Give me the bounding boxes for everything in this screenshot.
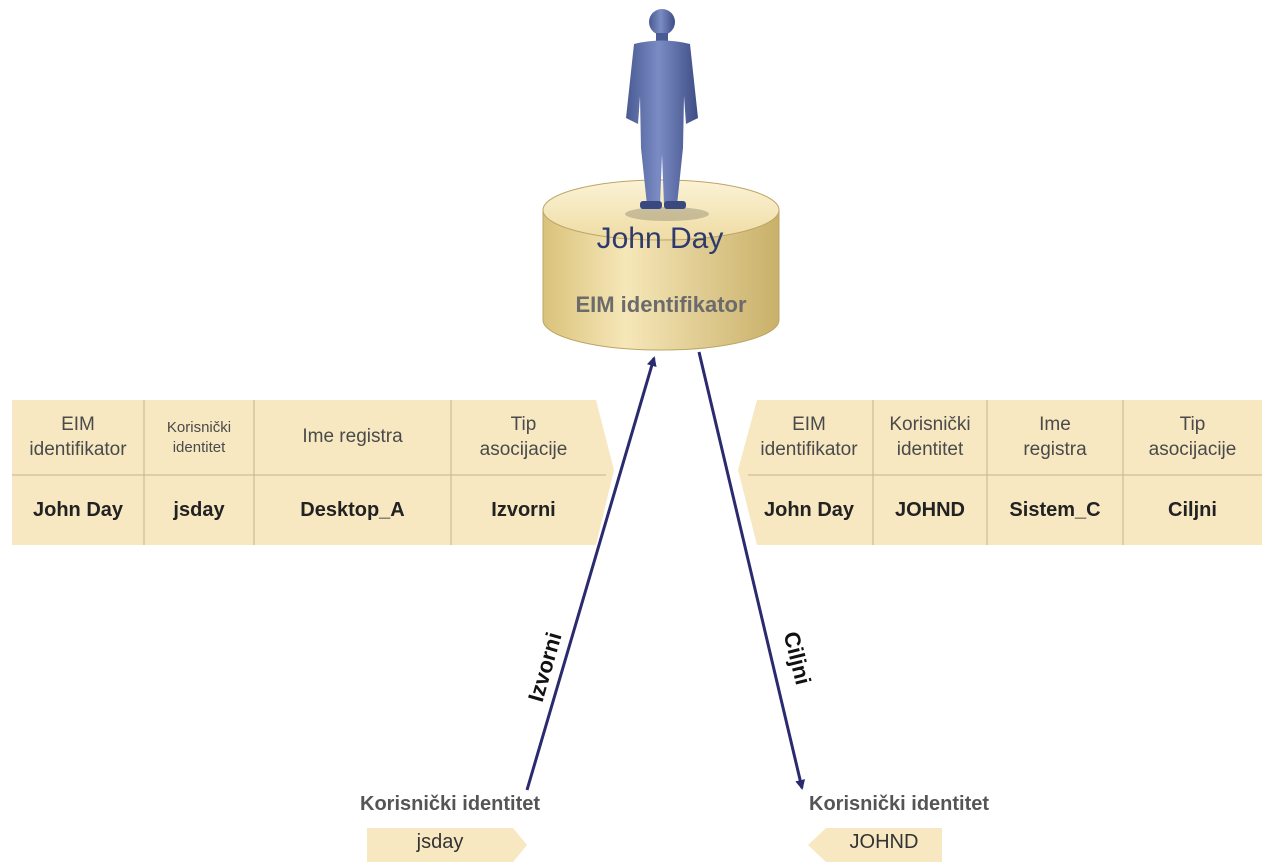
- target-user-identity-value: JOHND: [849, 831, 919, 853]
- right-value-user-identity: JOHND: [894, 499, 965, 521]
- identifier-label: EIM identifikator: [575, 292, 747, 317]
- left-value-registry-name: Desktop_A: [300, 499, 405, 521]
- target-arrow: [697, 351, 806, 790]
- left-header-user-identity: Korisnički identitet: [166, 419, 232, 456]
- left-header-association-type: Tip asocijacije: [479, 413, 568, 460]
- right-header-eim-identifier: EIM identifikator: [760, 413, 858, 460]
- target-user-identity-title: Korisnički identitet: [809, 793, 990, 815]
- source-arrow: [525, 356, 657, 791]
- eim-identifier-cylinder: [542, 179, 780, 351]
- right-header-user-identity: Korisnički identitet: [889, 413, 971, 460]
- left-association-table: [12, 400, 614, 545]
- left-value-user-identity: jsday: [173, 499, 225, 521]
- left-header-eim-identifier: EIM identifikator: [29, 413, 127, 460]
- right-value-association-type: Ciljni: [1168, 499, 1217, 521]
- person-icon: [625, 9, 709, 221]
- source-user-identity-value: jsday: [416, 831, 464, 853]
- left-value-eim-identifier: John Day: [32, 499, 124, 521]
- right-header-association-type: Tip asocijacije: [1148, 413, 1237, 460]
- right-association-table: [738, 400, 1262, 545]
- right-value-eim-identifier: John Day: [763, 499, 855, 521]
- target-arrow-label: Ciljni: [779, 629, 816, 687]
- source-user-identity-title: Korisnički identitet: [360, 793, 541, 815]
- right-header-registry-name: Ime registra: [1023, 413, 1087, 460]
- left-header-registry-name: Ime registra: [302, 426, 403, 448]
- target-tag-shape: [808, 828, 942, 862]
- left-value-association-type: Izvorni: [491, 499, 556, 521]
- right-value-registry-name: Sistem_C: [1009, 499, 1101, 521]
- identifier-name: John Day: [596, 222, 724, 255]
- source-arrow-label: Izvorni: [523, 629, 567, 704]
- source-tag-shape: [367, 828, 527, 862]
